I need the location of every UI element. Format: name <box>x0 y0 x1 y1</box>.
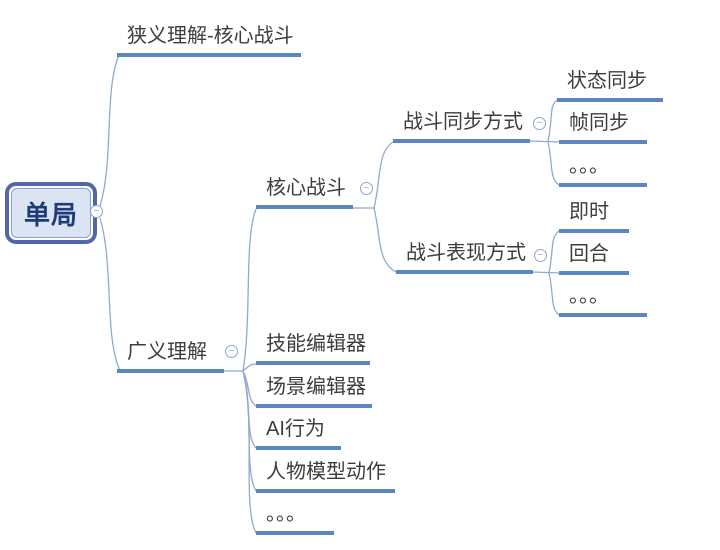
minus-glyph: − <box>363 183 370 194</box>
edge-broad-skill <box>242 363 257 372</box>
topic-turn-based[interactable]: 回合 <box>559 241 629 275</box>
edge-core-sync <box>373 141 394 209</box>
edge-sync-state <box>547 99 558 142</box>
topic-scene-editor[interactable]: 场景编辑器 <box>256 374 372 408</box>
edge-present-stub <box>532 271 561 274</box>
collapse-minus-icon-present[interactable]: − <box>534 249 547 262</box>
collapse-minus-icon-broad[interactable]: − <box>225 345 238 358</box>
edge-core-present <box>373 207 397 273</box>
edge-root-narrow <box>99 54 120 207</box>
collapse-minus-icon-core[interactable]: − <box>360 182 373 195</box>
edge-sync-more <box>547 141 560 186</box>
topic-state-sync[interactable]: 状态同步 <box>557 68 663 102</box>
collapse-minus-icon-root[interactable]: − <box>90 205 103 218</box>
topic-sync-ellipsis[interactable]: 。。。 <box>559 153 647 187</box>
topic-combat-presentation[interactable]: 战斗表现方式 <box>396 240 533 274</box>
topic-ai-behavior[interactable]: AI行为 <box>256 416 341 450</box>
edge-present-realtime <box>548 230 560 273</box>
topic-combat-sync-method[interactable]: 战斗同步方式 <box>393 109 530 143</box>
minus-glyph: − <box>93 206 100 217</box>
minus-glyph: − <box>536 118 543 129</box>
topic-character-animation[interactable]: 人物模型动作 <box>256 459 395 493</box>
edge-present-more <box>548 272 560 316</box>
topic-frame-sync[interactable]: 帧同步 <box>559 110 647 144</box>
edge-sync-stub <box>529 140 561 143</box>
collapse-minus-icon-sync[interactable]: − <box>533 117 546 130</box>
edge-broad-core <box>242 208 257 372</box>
minus-glyph: − <box>537 250 544 261</box>
minus-glyph: − <box>228 346 235 357</box>
topic-present-ellipsis[interactable]: 。。。 <box>559 283 647 317</box>
topic-narrow-definition[interactable]: 狭义理解-核心战斗 <box>117 23 301 57</box>
topic-core-combat[interactable]: 核心战斗 <box>256 175 353 209</box>
topic-realtime[interactable]: 即时 <box>559 199 629 233</box>
edge-root-broad <box>99 217 121 372</box>
root-topic[interactable]: 单局 <box>5 182 97 244</box>
edge-broad-more <box>242 370 257 534</box>
topic-skill-editor[interactable]: 技能编辑器 <box>256 331 370 365</box>
topic-broad-definition[interactable]: 广义理解 <box>117 339 224 373</box>
topic-broad-ellipsis[interactable]: 。。。 <box>256 501 334 535</box>
root-topic-label: 单局 <box>11 188 91 238</box>
